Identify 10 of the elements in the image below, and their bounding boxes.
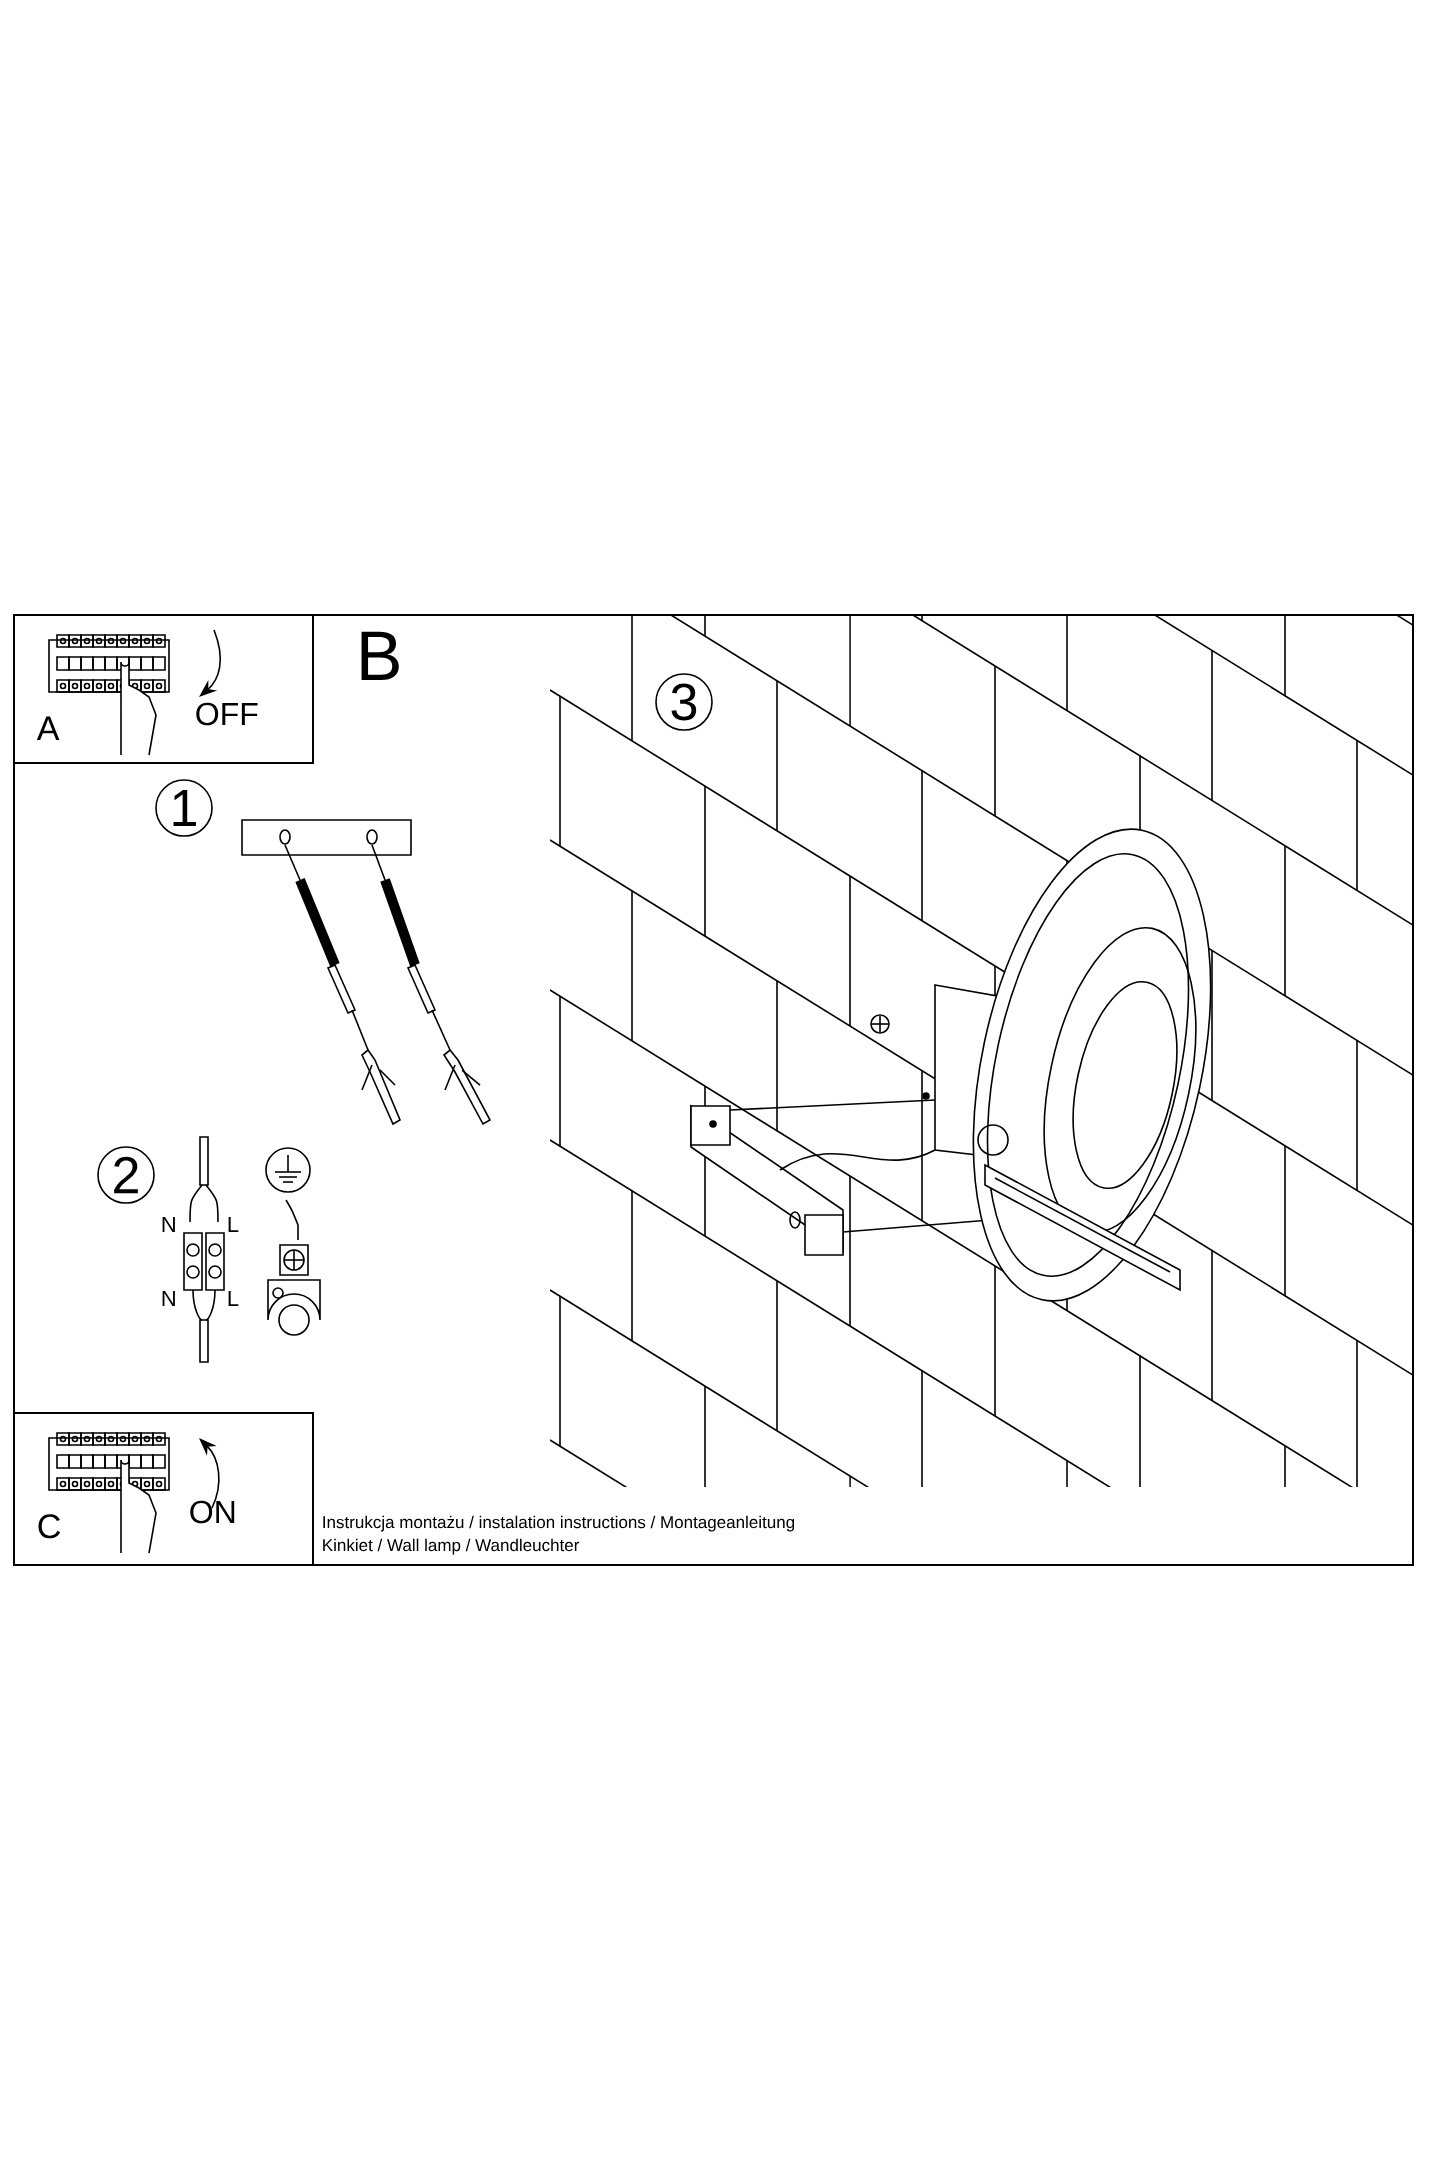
step-panel: A OFF — [13, 614, 314, 764]
wire-label: N — [162, 1216, 175, 1232]
wire-label: L — [228, 1290, 239, 1306]
wire-label: N — [162, 1290, 175, 1306]
callout-number: 3 — [655, 673, 713, 731]
wire-label: L — [228, 1216, 239, 1232]
panel-letter: B — [361, 631, 399, 680]
step-panel: C ON — [13, 1412, 314, 1566]
callout-number: 1 — [155, 779, 213, 837]
callout-number: 2 — [97, 1146, 155, 1204]
